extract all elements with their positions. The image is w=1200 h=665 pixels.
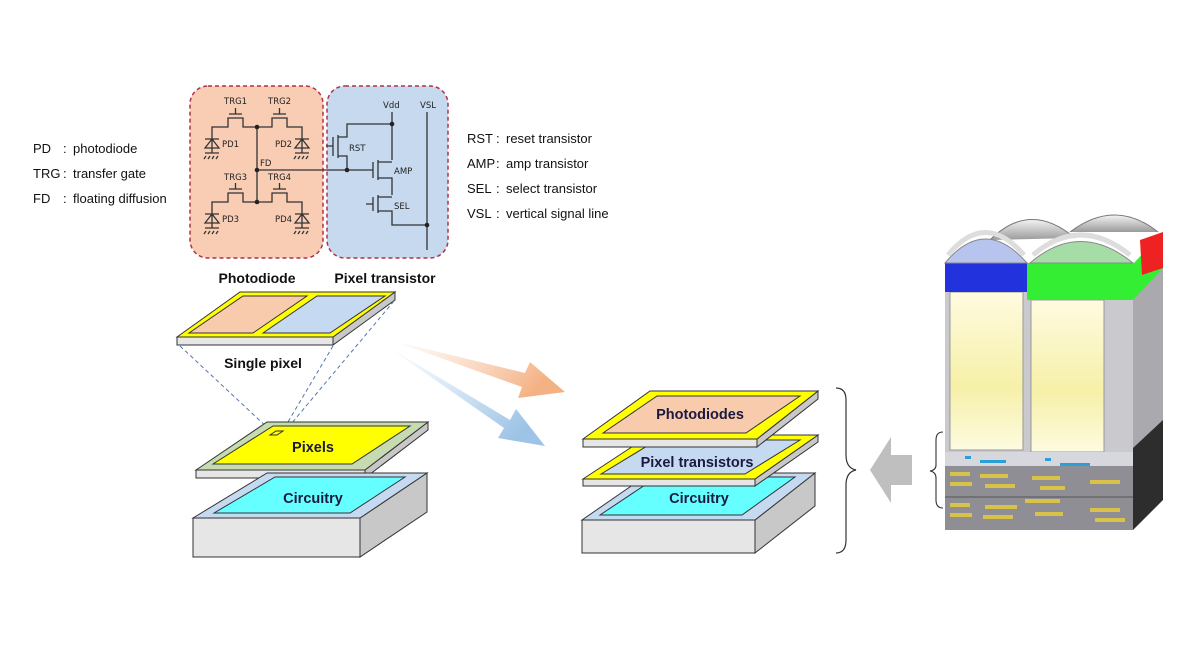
fd-label: FD (260, 159, 272, 169)
pixel-circuit-schematic: TRG1 TRG2 TRG3 TRG4 PD1 PD2 PD3 PD4 FD V… (203, 97, 436, 250)
legend-desc: transfer gate (73, 166, 146, 181)
legend-item-rst: RST : reset transistor (467, 131, 593, 146)
pixel-window (949, 291, 1024, 451)
rst-label: RST (349, 144, 366, 154)
legend-abbr: RST (467, 131, 493, 146)
legend-item-pd: PD : photodiode (33, 141, 137, 156)
left-pointing-arrow (870, 437, 912, 503)
legend-sep: : (496, 156, 500, 171)
transistor-flow-arrow (385, 345, 545, 446)
projection-lines (179, 300, 395, 433)
legend-desc: photodiode (73, 141, 137, 156)
legend-desc: select transistor (506, 181, 598, 196)
trg1-label: TRG1 (223, 97, 247, 107)
legend-abbr: FD (33, 191, 50, 206)
legend-desc: vertical signal line (506, 206, 609, 221)
amp-label: AMP (394, 167, 412, 177)
legend-item-sel: SEL : select transistor (467, 181, 598, 196)
trg3-label: TRG3 (223, 173, 247, 183)
legend-sep: : (63, 141, 67, 156)
pixel-marker (268, 430, 285, 436)
trg4-label: TRG4 (267, 173, 291, 183)
microlens (943, 238, 1029, 264)
vsl-label: VSL (420, 101, 436, 111)
legend-desc: reset transistor (506, 131, 593, 146)
legend-abbr: VSL (467, 206, 492, 221)
circuitry-brace (929, 431, 944, 509)
legend-sep: : (496, 131, 500, 146)
legend-sep: : (496, 181, 500, 196)
stack-brace (835, 387, 857, 554)
sel-label: SEL (394, 202, 410, 212)
legend-item-trg: TRG : transfer gate (33, 166, 146, 181)
legend-item-fd: FD : floating diffusion (33, 191, 167, 206)
photodiode-label: Photodiode (219, 270, 296, 286)
circuitry-box-left (191, 472, 429, 558)
single-pixel-label: Single pixel (224, 355, 302, 371)
legend-sep: : (63, 166, 67, 181)
circuitry-label-right: Circuitry (669, 491, 729, 507)
legend-desc: floating diffusion (73, 191, 167, 206)
pd2-label: PD2 (275, 140, 292, 150)
vdd-label: Vdd (383, 101, 400, 111)
circuitry-label-left: Circuitry (283, 491, 343, 507)
photodiodes-label: Photodiodes (656, 407, 744, 423)
legend-sep: : (496, 206, 500, 221)
trg2-label: TRG2 (267, 97, 291, 107)
pixel-transistor-region (326, 85, 449, 259)
photodiode-symbol (203, 210, 221, 235)
photodiode-symbol (293, 210, 311, 235)
pixel-transistors-label: Pixel transistors (641, 455, 754, 471)
pd3-label: PD3 (222, 215, 239, 225)
photodiode-symbol (203, 135, 221, 160)
single-pixel-slab (175, 291, 397, 346)
pd4-label: PD4 (275, 215, 292, 225)
pixels-label: Pixels (292, 440, 334, 456)
green-color-filter (1027, 263, 1133, 300)
photodiode-symbol (293, 135, 311, 160)
wiring-traces (950, 472, 1125, 522)
legend-desc: amp transistor (506, 156, 589, 171)
legend-item-amp: AMP : amp transistor (467, 156, 589, 171)
pixel-transistor-label: Pixel transistor (334, 270, 436, 286)
pixels-slab (194, 420, 430, 480)
photodiode-flow-arrow (390, 340, 565, 398)
stacked-sensor-3d-illustration (943, 214, 1163, 530)
legend-abbr: AMP (467, 156, 495, 171)
legend-abbr: SEL (467, 181, 492, 196)
pixel-window (1030, 299, 1105, 453)
legend-abbr: PD (33, 141, 51, 156)
legend-left: PD : photodiode TRG : transfer gate FD :… (33, 141, 167, 206)
legend-abbr: TRG (33, 166, 60, 181)
pixel-transistors-slab (581, 434, 820, 487)
legend-right: RST : reset transistor AMP : amp transis… (467, 131, 609, 221)
pd1-label: PD1 (222, 140, 239, 150)
microlens (1069, 214, 1159, 233)
microlens (1028, 241, 1135, 264)
blue-color-filter (945, 263, 1027, 292)
photodiodes-slab (581, 389, 820, 449)
legend-item-vsl: VSL : vertical signal line (467, 206, 609, 221)
legend-sep: : (63, 191, 67, 206)
